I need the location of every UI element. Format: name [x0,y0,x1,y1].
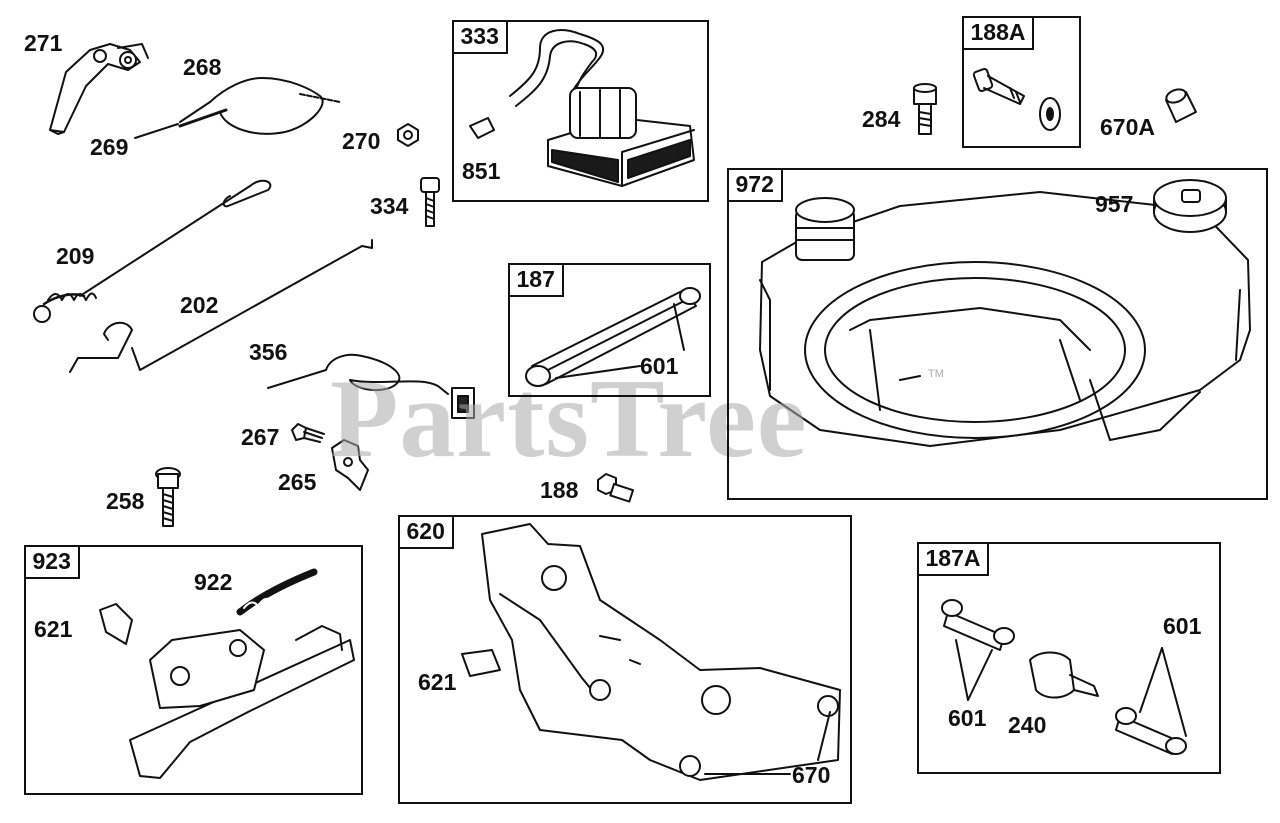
part-923-control-plate [99,568,355,779]
part-label-270: 270 [342,128,381,154]
part-957-cap [1153,179,1227,233]
part-265-clip [331,439,369,491]
part-label-670A: 670A [1100,114,1155,140]
part-label-621-923: 621 [34,616,73,642]
part-label-209: 209 [56,243,95,269]
part-label-670: 670 [792,762,831,788]
part-label-922: 922 [194,569,233,595]
part-202-link [69,239,373,373]
part-label-269: 269 [90,134,129,160]
group-label-187A: 187A [916,541,990,576]
part-187A-fuel-filter [941,599,1187,755]
part-188-screw [597,473,635,503]
part-label-957: 957 [1095,191,1134,217]
group-box-923: 923 [23,544,363,795]
part-label-334: 334 [370,193,409,219]
part-258-screw [155,467,181,527]
group-box-333: 333 [451,19,709,202]
part-284-screw [913,83,937,135]
group-box-972: 972 [726,167,1268,500]
part-label-284: 284 [862,106,901,132]
group-label-188A: 188A [961,15,1035,50]
group-label-923: 923 [23,544,80,579]
part-670A-bushing [1165,88,1197,123]
leader-269 [134,123,179,139]
part-270-nut [397,123,419,147]
part-188A-pin-washer [972,68,1061,131]
part-356-wire [267,353,475,419]
part-label-258: 258 [106,488,145,514]
group-label-187: 187 [507,262,564,297]
group-label-333: 333 [451,19,508,54]
part-label-601-187: 601 [640,353,679,379]
part-label-851: 851 [462,158,501,184]
part-label-268: 268 [183,54,222,80]
part-334-screw [420,177,440,227]
part-972-fuel-tank [759,191,1251,447]
part-label-240: 240 [1008,712,1047,738]
part-209-spring-link [33,179,272,323]
part-label-356: 356 [249,339,288,365]
part-label-188: 188 [540,477,579,503]
part-620-control-bracket [461,523,841,781]
group-label-972: 972 [726,167,783,202]
part-label-267: 267 [241,424,280,450]
part-label-271: 271 [24,30,63,56]
part-label-621-620: 621 [418,669,457,695]
group-box-187A: 187A [916,541,1221,774]
part-187-fuel-line [525,287,701,387]
part-268-cable [178,77,341,135]
group-label-620: 620 [397,514,454,549]
part-333-ignition-module [469,29,695,187]
part-271-lever [49,43,149,135]
part-label-601-187A-left: 601 [948,705,987,731]
watermark-tm: TM [928,368,944,380]
part-label-265: 265 [278,469,317,495]
leader-601a [555,365,641,379]
part-267-screw [291,423,325,443]
part-label-202: 202 [180,292,219,318]
part-label-601-187A-right: 601 [1163,613,1202,639]
group-box-620: 620 [397,514,852,804]
group-box-187: 187 [507,262,711,397]
group-box-188A: 188A [961,15,1081,148]
